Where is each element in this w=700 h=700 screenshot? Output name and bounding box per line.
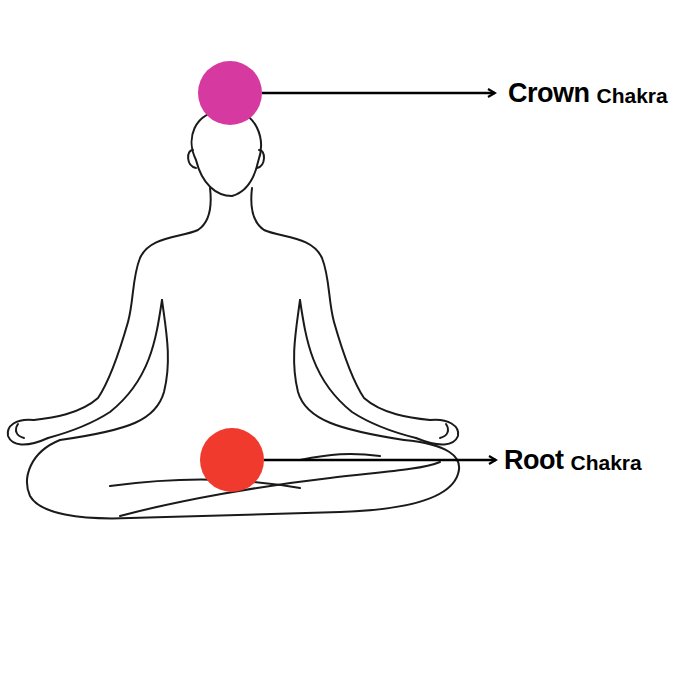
chakra-word: Chakra	[570, 452, 641, 473]
crown-circle	[198, 61, 262, 125]
root-circle	[200, 428, 264, 492]
leader-arrow	[264, 459, 496, 462]
leader-arrow	[262, 92, 495, 95]
chakra-name: Crown	[508, 80, 590, 107]
meditating-figure	[8, 110, 459, 518]
chakra-word: Chakra	[597, 85, 668, 106]
chakra-name: Root	[504, 447, 563, 474]
